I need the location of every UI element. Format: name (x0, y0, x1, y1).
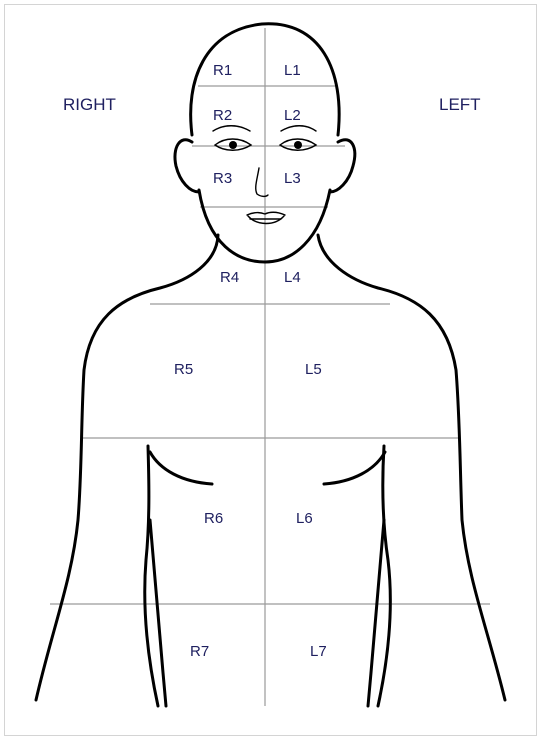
zone-label-r7: R7 (190, 643, 209, 660)
zone-label-l5: L5 (305, 361, 322, 378)
zone-label-r5: R5 (174, 361, 193, 378)
left-pupil-icon (294, 141, 302, 149)
right-eyebrow-icon (213, 126, 250, 131)
upper-lip-icon (247, 212, 285, 215)
zone-label-l1: L1 (284, 62, 301, 79)
zone-label-l4: L4 (284, 269, 301, 286)
zone-label-l7: L7 (310, 643, 327, 660)
right-pupil-icon (229, 141, 237, 149)
left-shoulder-arm (318, 235, 505, 700)
zone-label-l3: L3 (284, 170, 301, 187)
right-shoulder-arm (36, 235, 218, 700)
zone-label-r6: R6 (204, 510, 223, 527)
lower-lip-icon (248, 216, 284, 224)
zone-label-l6: L6 (296, 510, 313, 527)
left-side-label: LEFT (439, 95, 481, 114)
zone-label-r4: R4 (220, 269, 239, 286)
right-ear (175, 140, 199, 192)
left-torso-side (368, 520, 384, 706)
zone-grid (50, 28, 490, 706)
zone-label-r3: R3 (213, 170, 232, 187)
left-eyebrow-icon (281, 126, 316, 131)
right-side-label: RIGHT (63, 95, 116, 114)
left-chest-contour (324, 452, 385, 484)
nose-icon (256, 168, 268, 196)
zone-label-r2: R2 (213, 107, 232, 124)
right-chest-contour (150, 452, 212, 484)
zone-label-l2: L2 (284, 107, 301, 124)
zone-label-r1: R1 (213, 62, 232, 79)
left-ear (330, 140, 355, 192)
